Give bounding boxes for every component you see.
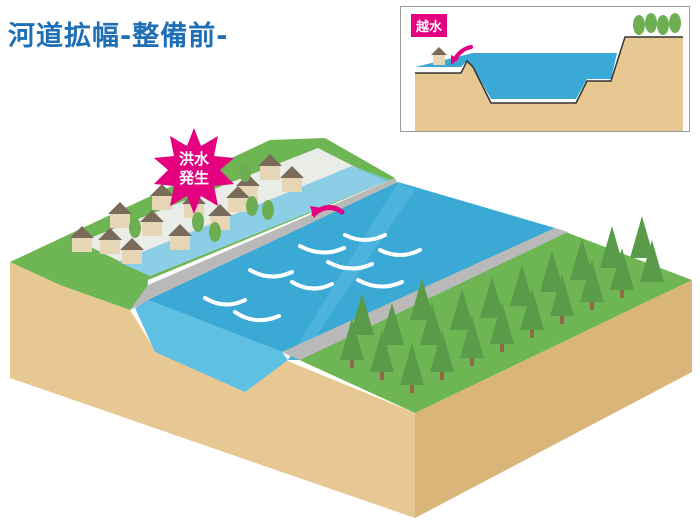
river-bed-right <box>288 182 415 360</box>
inset-ground <box>415 37 683 131</box>
burst-shape <box>154 128 234 214</box>
house <box>108 202 132 228</box>
forest-trunks <box>350 290 624 393</box>
burst-label: 洪水 発生 <box>152 150 236 188</box>
inset-house <box>431 47 447 65</box>
house <box>226 186 250 212</box>
house <box>280 166 304 192</box>
forest <box>340 216 664 385</box>
house <box>70 226 94 252</box>
cross-section-diagram <box>415 13 683 131</box>
soil-front-face <box>10 262 415 518</box>
overflow-label: 越水 <box>411 14 448 37</box>
house <box>168 224 192 250</box>
burst-line-2: 発生 <box>178 169 209 187</box>
inset-water <box>415 53 617 99</box>
waves <box>203 233 422 323</box>
inset-arrowhead <box>451 55 459 65</box>
flood-burst: 洪水 発生 <box>152 128 236 212</box>
inset-outline <box>415 36 683 104</box>
inset-trees <box>633 13 681 35</box>
house <box>258 154 282 180</box>
inset-arrow <box>453 45 473 61</box>
river-channel-section <box>135 300 288 392</box>
burst-line-1: 洪水 <box>178 150 209 168</box>
page-title: 河道拡幅-整備前- <box>8 21 229 52</box>
house <box>98 228 122 254</box>
house <box>120 238 144 264</box>
overflow-arrowhead <box>310 206 322 218</box>
cross-section-inset: 越水 <box>400 6 690 132</box>
house <box>140 210 164 236</box>
soil-right-face <box>415 280 692 518</box>
town-trees <box>129 162 274 242</box>
house <box>150 184 174 210</box>
